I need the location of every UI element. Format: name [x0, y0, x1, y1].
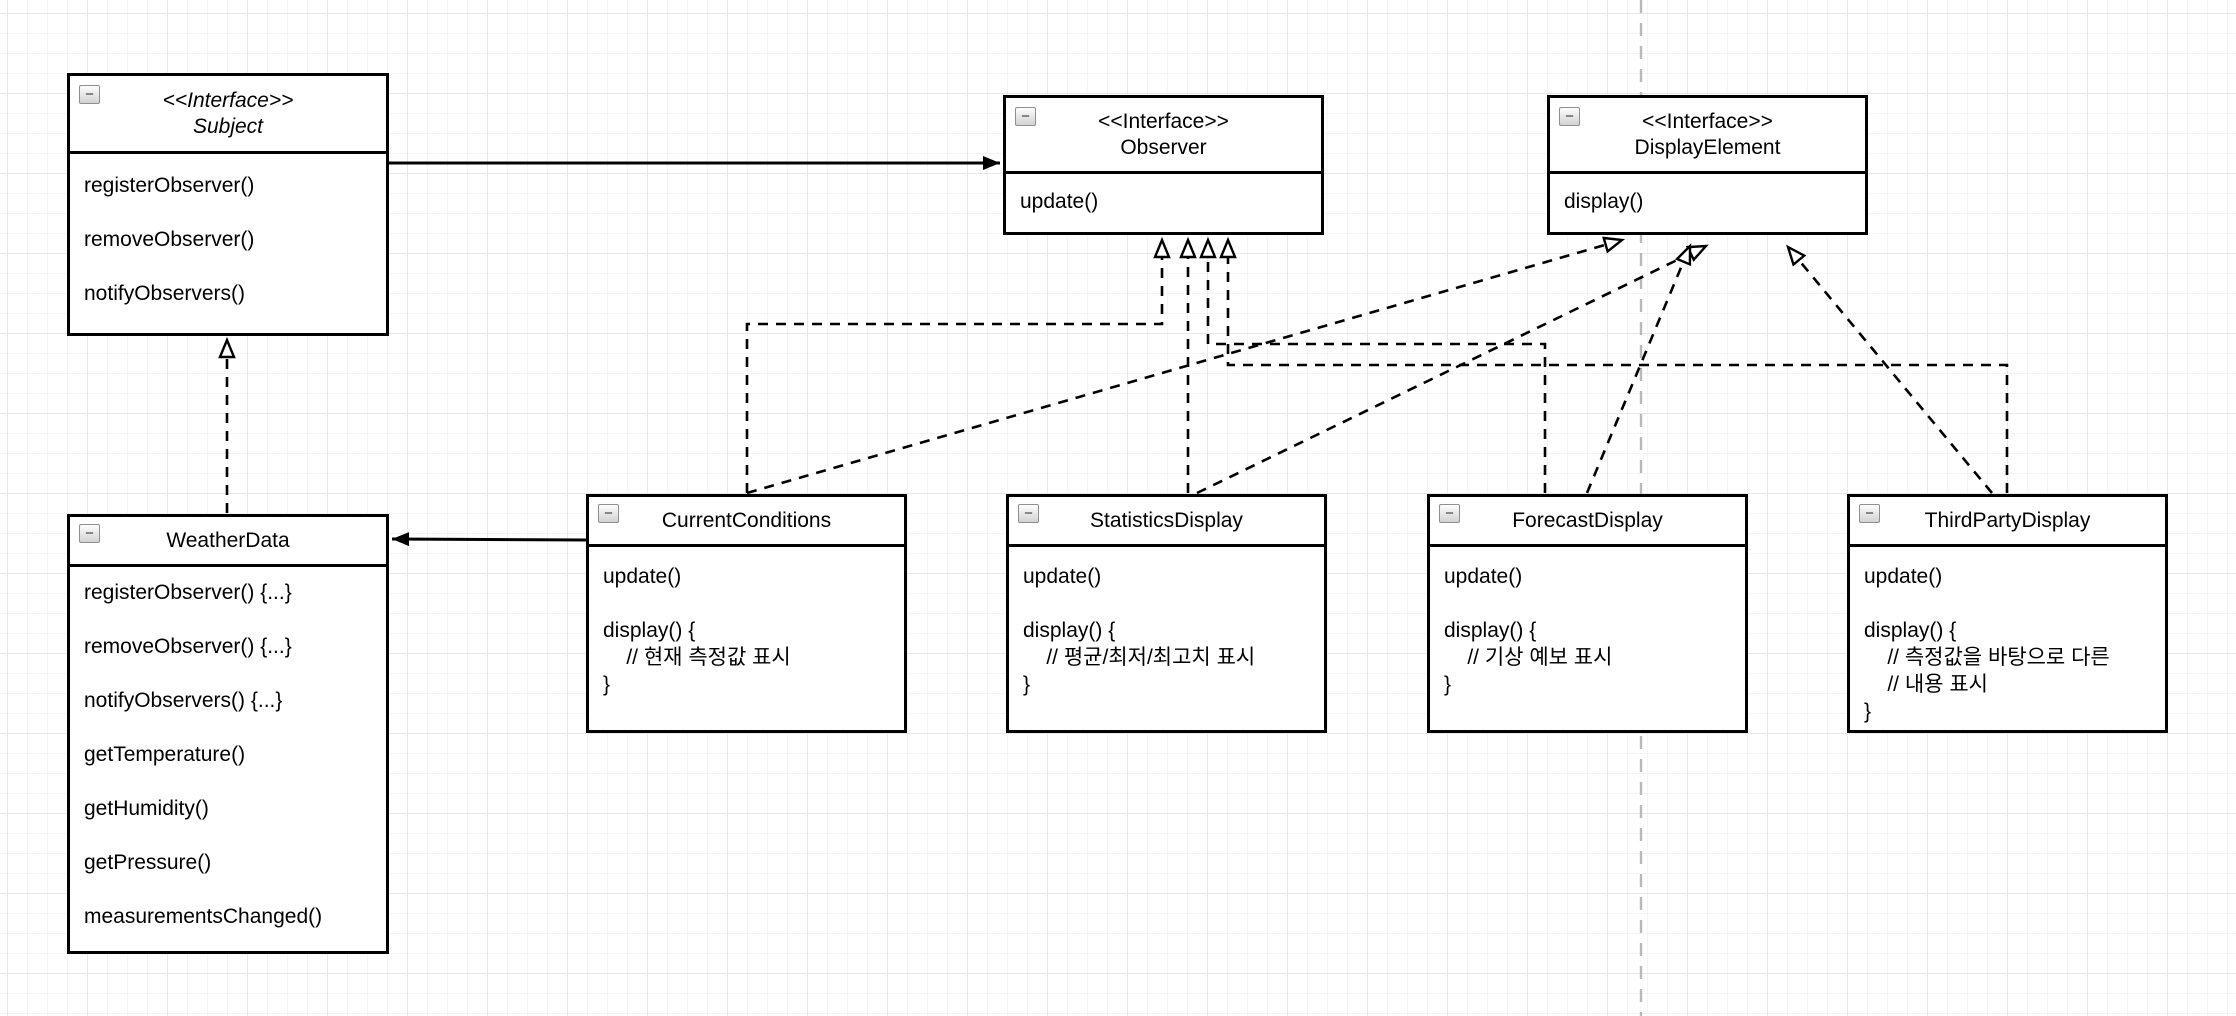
edge-currentconditions-displayelement-realization[interactable]	[746, 236, 1626, 495]
class-header-third-party-display: − ThirdPartyDisplay	[1850, 497, 2165, 547]
edge-currentconditions-weatherdata[interactable]	[391, 532, 587, 547]
class-body-subject: registerObserver() removeObserver() noti…	[70, 154, 386, 307]
spacer-line	[84, 822, 376, 849]
class-box-statistics-display[interactable]: − StatisticsDisplay update() display() {…	[1006, 494, 1327, 733]
spacer-line	[84, 768, 376, 795]
method-line: removeObserver() {...}	[84, 635, 292, 658]
class-name: StatisticsDisplay	[1090, 508, 1243, 532]
method-line: getTemperature()	[84, 743, 246, 766]
comment-line: // 기상 예보 표시	[1444, 646, 1613, 669]
edge-statisticsdisplay-displayelement-realization[interactable]	[1196, 244, 1709, 495]
method-line: }	[1444, 673, 1452, 696]
stereotype-label: <<Interface>>	[1098, 109, 1229, 133]
stereotype-label: <<Interface>>	[162, 88, 294, 112]
method-line: display() {	[603, 619, 696, 642]
class-header-weather-data: − WeatherData	[70, 517, 386, 567]
method-line: display() {	[1864, 619, 1957, 642]
spacer-line	[603, 590, 894, 617]
class-box-forecast-display[interactable]: − ForecastDisplay update() display() { /…	[1427, 494, 1748, 733]
collapse-icon[interactable]: −	[1439, 504, 1460, 523]
method-line: }	[1864, 700, 1872, 723]
method-line: notifyObservers()	[84, 282, 246, 305]
method-line: removeObserver()	[84, 228, 255, 251]
method-line: display() {	[1023, 619, 1116, 642]
class-header-observer: − <<Interface>> Observer	[1006, 98, 1321, 174]
spacer-line	[1023, 590, 1314, 617]
edge-thirdpartydisplay-observer-realization[interactable]	[1219, 236, 2009, 493]
spacer-line	[84, 253, 376, 280]
method-line: update()	[1020, 190, 1099, 213]
comment-line: // 평균/최저/최고치 표시	[1023, 646, 1256, 669]
collapse-icon[interactable]: −	[1015, 107, 1036, 126]
class-box-third-party-display[interactable]: − ThirdPartyDisplay update() display() {…	[1847, 494, 2168, 733]
edge-forecastdisplay-observer-realization[interactable]	[1199, 236, 1547, 493]
class-name: WeatherData	[166, 528, 290, 552]
class-body-display-element: display()	[1550, 174, 1865, 215]
method-line: measurementsChanged()	[84, 905, 323, 928]
class-box-display-element[interactable]: − <<Interface>> DisplayElement display()	[1547, 95, 1868, 235]
class-body-observer: update()	[1006, 174, 1321, 215]
method-line: update()	[1864, 565, 1943, 588]
comment-line: // 측정값을 바탕으로 다른	[1864, 646, 2110, 669]
class-header-display-element: − <<Interface>> DisplayElement	[1550, 98, 1865, 174]
class-body-third-party-display: update() display() { // 측정값을 바탕으로 다른 // …	[1850, 547, 2165, 725]
class-name: ForecastDisplay	[1512, 508, 1663, 532]
class-body-current-conditions: update() display() { // 현재 측정값 표시 }	[589, 547, 904, 698]
spacer-line	[84, 199, 376, 226]
method-line: update()	[1023, 565, 1102, 588]
spacer-line	[84, 876, 376, 903]
collapse-icon[interactable]: −	[1559, 107, 1580, 126]
collapse-icon[interactable]: −	[79, 524, 100, 543]
class-name: Subject	[192, 114, 264, 138]
spacer-line	[84, 606, 376, 633]
method-line: getHumidity()	[84, 797, 209, 820]
collapse-icon[interactable]: −	[598, 504, 619, 523]
method-line: registerObserver() {...}	[84, 581, 292, 604]
method-line: notifyObservers() {...}	[84, 689, 283, 712]
method-line: }	[1023, 673, 1031, 696]
method-line: update()	[1444, 565, 1523, 588]
method-line: update()	[603, 565, 682, 588]
class-box-weather-data[interactable]: − WeatherData registerObserver() {...} r…	[67, 514, 389, 954]
class-name: DisplayElement	[1634, 135, 1781, 159]
edge-currentconditions-observer-realization[interactable]	[745, 236, 1171, 493]
spacer-line	[84, 660, 376, 687]
class-body-forecast-display: update() display() { // 기상 예보 표시 }	[1430, 547, 1745, 698]
method-line: }	[603, 673, 611, 696]
spacer-line	[1864, 590, 2155, 617]
method-line: display() {	[1444, 619, 1537, 642]
stereotype-label: <<Interface>>	[1642, 109, 1773, 133]
class-header-statistics-display: − StatisticsDisplay	[1009, 497, 1324, 547]
collapse-icon[interactable]: −	[1859, 504, 1880, 523]
class-name: Observer	[1120, 135, 1207, 159]
class-header-current-conditions: − CurrentConditions	[589, 497, 904, 547]
collapse-icon[interactable]: −	[1018, 504, 1039, 523]
class-body-statistics-display: update() display() { // 평균/최저/최고치 표시 }	[1009, 547, 1324, 698]
edge-thirdpartydisplay-displayelement-realization[interactable]	[1785, 244, 1994, 494]
class-box-current-conditions[interactable]: − CurrentConditions update() display() {…	[586, 494, 907, 733]
class-name: CurrentConditions	[661, 508, 832, 532]
collapse-icon[interactable]: −	[79, 85, 100, 104]
method-line: display()	[1564, 190, 1644, 213]
class-box-observer[interactable]: − <<Interface>> Observer update()	[1003, 95, 1324, 235]
comment-line: // 내용 표시	[1864, 673, 1988, 696]
class-header-forecast-display: − ForecastDisplay	[1430, 497, 1745, 547]
comment-line: // 현재 측정값 표시	[603, 646, 791, 669]
spacer-line	[1444, 590, 1735, 617]
class-header-subject: − <<Interface>> Subject	[70, 76, 386, 154]
method-line: registerObserver()	[84, 174, 255, 197]
method-line: getPressure()	[84, 851, 212, 874]
spacer-line	[84, 714, 376, 741]
class-name: ThirdPartyDisplay	[1924, 508, 2091, 532]
class-body-weather-data: registerObserver() {...} removeObserver(…	[70, 567, 386, 930]
edge-forecastdisplay-displayelement-realization[interactable]	[1585, 243, 1692, 494]
class-box-subject[interactable]: − <<Interface>> Subject registerObserver…	[67, 73, 389, 336]
